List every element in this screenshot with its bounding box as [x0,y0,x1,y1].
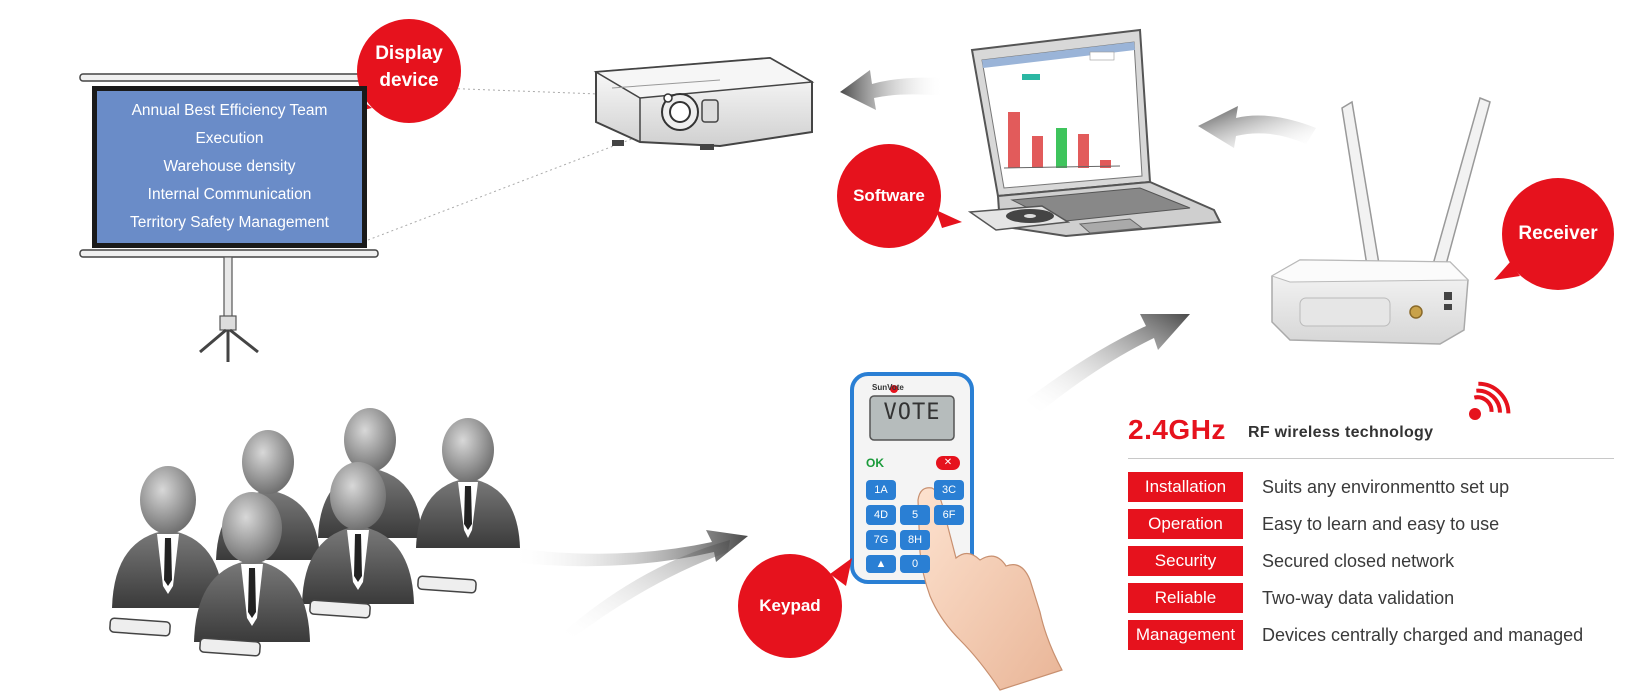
wifi-icon [1469,381,1511,420]
feature-text: Easy to learn and easy to use [1262,514,1500,534]
keypad-key: 7G [866,530,896,550]
keypad-key: 0 [900,555,930,573]
feature-item: Reliable Two-way data validation [1128,583,1628,613]
bubble-receiver [1494,178,1614,290]
arrow-laptop-to-projector [840,70,944,110]
keypad-ok-key: OK [866,456,884,470]
bubble-keypad [738,554,852,658]
keypad-brand-label: SunVote [872,383,904,392]
screen-line: Territory Safety Management [129,214,329,231]
keypad-delete-key: ✕ [936,456,960,470]
keypad-shift-icon: ▲ [866,555,896,573]
keypad-display: VOTE [883,400,941,425]
arrow-keypad-to-receiver [1026,314,1190,412]
feature-label: Management [1128,620,1243,650]
projection-line-top [437,87,653,97]
keypad-key: 1A [866,480,896,500]
feature-text: Suits any environmentto set up [1262,477,1510,497]
feature-label: Operation [1128,509,1243,539]
laptop [967,28,1222,238]
frequency-label: 2.4GHz [1128,414,1226,445]
feature-label: Reliable [1128,583,1243,613]
projector [593,56,815,150]
screen-content: Annual Best Efficiency Team Execution Wa… [92,86,367,248]
arrow-audience-to-keypad [510,530,748,640]
feature-item: Security Secured closed network [1128,546,1628,576]
feature-item: Management Devices centrally charged and… [1128,620,1628,650]
feature-label: Security [1128,546,1243,576]
bubble-keypad-label: Keypad [759,596,821,615]
keypad-key: 4D [866,505,896,525]
keypad-key: 6F [934,505,964,525]
projector-screen [79,73,379,362]
keypad-key: 3C [934,480,964,500]
keypad-key: 5 [900,505,930,525]
bubble-display-label: Display device [359,40,459,94]
technology-label: RF wireless technology [1248,424,1434,441]
feature-item: Installation Suits any environmentto set… [1128,472,1628,502]
divider [1128,458,1614,459]
screen-line: Internal Communication [147,186,312,203]
bubble-display-line: device [379,70,439,91]
bubble-software [837,144,962,248]
bubble-display-line: Display [375,43,443,64]
audience [109,408,520,657]
projection-line-bottom [367,131,651,241]
router [1270,96,1491,345]
screen-line: Warehouse density [163,158,296,175]
tech-heading: 2.4GHz RF wireless technology [1128,404,1548,452]
keypad-key: 8H [900,530,930,550]
feature-text: Two-way data validation [1262,588,1455,608]
screen-line: Execution [195,130,264,147]
feature-label: Installation [1128,472,1243,502]
feature-item: Operation Easy to learn and easy to use [1128,509,1628,539]
arrow-receiver-to-laptop [1198,106,1316,148]
feature-text: Devices centrally charged and managed [1262,625,1584,645]
screen-line: Annual Best Efficiency Team [131,102,328,119]
feature-text: Secured closed network [1262,551,1455,571]
bubble-receiver-label: Receiver [1518,223,1598,244]
bubble-software-label: Software [853,186,925,205]
